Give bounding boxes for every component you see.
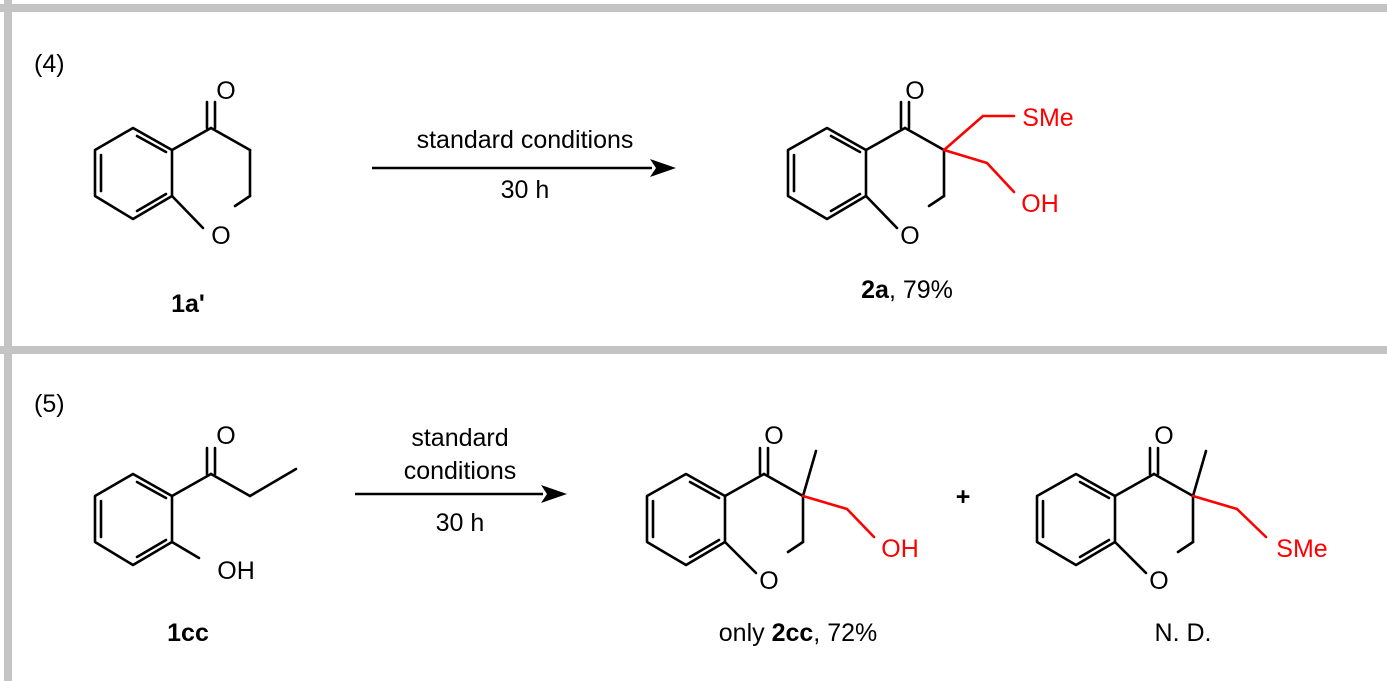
atom-label: O (905, 77, 924, 105)
atom-label-oh: OH (217, 557, 255, 585)
panel-number: (4) (34, 50, 65, 78)
atom-label-sme: SMe (1276, 535, 1327, 563)
compound-id: 2cc (772, 619, 814, 647)
atom-label: O (764, 422, 783, 450)
product-2a: O O SMe OH 2a, 79% (786, 77, 1074, 304)
atom-label: O (1149, 567, 1168, 595)
arrow-condition-above: standard conditions (417, 126, 634, 154)
atom-label: O (216, 77, 235, 105)
yield: , 72% (813, 619, 877, 647)
compound-id: 2a (861, 276, 890, 304)
atom-label: O (1154, 422, 1173, 450)
compound-id: 1a' (171, 290, 205, 318)
reaction-arrow: standard conditions 30 h (372, 126, 676, 204)
arrow-condition-above-2: conditions (404, 457, 517, 485)
yield: , 79% (889, 276, 953, 304)
atom-label-oh: OH (881, 535, 919, 563)
reaction-arrow: standard conditions 30 h (355, 424, 567, 537)
panel-4: (4) O O 1a' standard conditions 30 h (34, 50, 1074, 318)
arrow-condition-above-1: standard (411, 424, 508, 452)
compound-id: 1cc (167, 619, 209, 647)
caption-prefix: only (719, 619, 772, 647)
not-detected-label: N. D. (1155, 619, 1212, 647)
reactant-1cc: O OH 1cc (93, 422, 298, 647)
atom-label-sme: SMe (1022, 104, 1073, 132)
product-caption: only 2cc, 72% (719, 619, 877, 647)
product-not-detected: O O SMe N. D. (1035, 422, 1328, 647)
panel-number: (5) (34, 390, 65, 418)
atom-label: O (759, 567, 778, 595)
reactant-1a-prime: O O 1a' (93, 77, 252, 318)
product-2cc: O O OH only 2cc, 72% (645, 422, 919, 647)
atom-label: O (211, 222, 230, 250)
product-caption: 2a, 79% (861, 276, 953, 304)
panel-5: (5) O OH 1cc standard conditions 30 h (34, 390, 1328, 647)
atom-label: O (216, 422, 235, 450)
plus-sign: + (956, 483, 971, 511)
atom-label: O (900, 222, 919, 250)
arrow-condition-below: 30 h (436, 509, 485, 537)
atom-label-oh: OH (1021, 190, 1059, 218)
arrow-condition-below: 30 h (501, 176, 550, 204)
